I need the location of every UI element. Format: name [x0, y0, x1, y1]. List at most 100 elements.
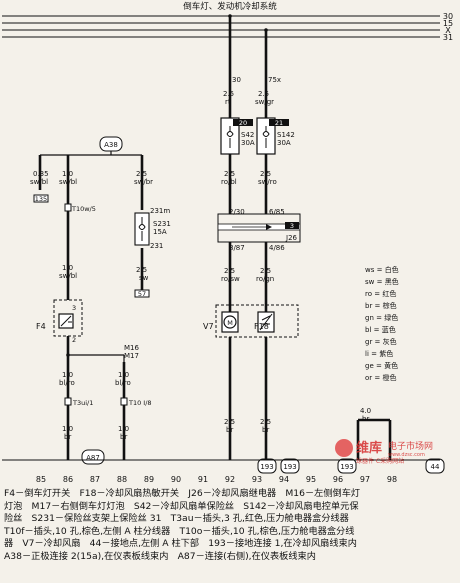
junction-dot [66, 353, 70, 357]
wire-size: 4.0 [360, 407, 371, 415]
thermo-switch-f18 [257, 311, 275, 333]
ground-193-b [280, 458, 300, 474]
position-number: 91 [198, 475, 208, 484]
left-feed-wires [38, 155, 144, 300]
relay-marker: 3 [290, 222, 294, 230]
caption-line: 灯泡 M17－右侧倒车灯灯泡 S42－冷却风扇单保险丝 S142－冷却风扇电控单… [4, 500, 359, 512]
wire-label-30: 30 [232, 76, 241, 84]
fuse-s231-lower: 231 [150, 242, 163, 250]
watermark: 维库 电子市场网 www.dzsc.com 球器件 C采购网站 [335, 439, 433, 465]
fuse-s142-rating: 30A [277, 139, 291, 147]
position-number: 94 [279, 475, 289, 484]
wire-code: ro/sw [221, 275, 240, 283]
fuse-to-relay-wires [228, 154, 268, 214]
fuse-terminal: 231m [150, 207, 170, 215]
legend-entry: br = 棕色 [365, 301, 397, 310]
caption-line: F4－倒车灯开关 F18－冷却风扇热敏开关 J26－冷却风扇继电器 M16－左侧… [4, 488, 361, 499]
position-number: 88 [117, 475, 127, 484]
fuse-feed-wires [228, 16, 268, 118]
caption-line: A38－正极连接 2(15a),在仪表板线束内 A87－连接(右侧),在仪表板线… [4, 550, 316, 562]
fuse-s142-wire-size: 2.5 [258, 90, 269, 98]
connector-t3-label: T3ui/1 [72, 399, 93, 407]
fuse-s231-rating: 15A [153, 228, 167, 236]
color-legend: ws = 白色 sw = 黑色 ro = 红色 br = 棕色 gn = 绿色 … [365, 265, 399, 382]
a87-label: A87 [86, 454, 100, 462]
bus-label-x: X [445, 26, 451, 35]
relay-j26: 3 [217, 213, 301, 243]
connector-t10 [120, 397, 128, 406]
wire-code: sw/ro [258, 178, 277, 186]
connector-135-label: 135 [35, 195, 47, 203]
ground-193-a [257, 458, 277, 474]
wire-size: 0.35 [33, 170, 49, 178]
legend-entry: ro = 红色 [365, 289, 396, 298]
wire-size: 1.0 [62, 170, 73, 178]
caption-line: T10f－插头,10 孔,棕色,左侧 A 柱分线器 T10o－插头,10 孔,棕… [4, 525, 355, 537]
watermark-line2: 球器件 C采购网站 [356, 457, 404, 465]
position-number: 87 [90, 475, 100, 484]
position-scale: 85 86 87 88 89 90 91 92 93 94 95 96 97 9… [36, 475, 397, 484]
fan-motor-v7: M [221, 311, 239, 333]
wire-size: 1.0 [118, 371, 129, 379]
legend-entry: ws = 白色 [365, 265, 399, 274]
connector-57 [134, 289, 150, 298]
legend-entry: gr = 灰色 [365, 337, 397, 346]
component-area [215, 304, 299, 338]
wire-code: br [262, 426, 269, 434]
wire-size: 2.5 [260, 418, 271, 426]
ground-193-label: 193 [283, 463, 296, 471]
wire-code: br [226, 426, 233, 434]
legend-entry: or = 橙色 [365, 373, 396, 382]
ground-44 [425, 458, 445, 474]
power-bus-lines [2, 15, 440, 38]
fuse-s42-wire-size: 2.5 [223, 90, 234, 98]
wire-size: 1.0 [118, 425, 129, 433]
diagram-title: 倒车灯、发动机冷却系统 [183, 1, 277, 12]
wire-code: bl/ro [115, 379, 131, 387]
wire-size: 2.5 [260, 267, 271, 275]
connector-t10w [64, 203, 72, 212]
position-number: 90 [171, 475, 181, 484]
ground-44-label: 44 [431, 463, 440, 471]
wire-code: sw [139, 274, 149, 282]
wire-size: 2.5 [260, 170, 271, 178]
svg-text:M: M [227, 319, 233, 327]
wire-size: 1.0 [62, 371, 73, 379]
position-number: 97 [360, 475, 370, 484]
fuse-s142-wire-code: sw/gr [255, 98, 274, 106]
pin-3: 3 [72, 304, 76, 312]
legend-entry: sw = 黑色 [365, 277, 399, 286]
wire-code: ro/gn [256, 275, 274, 283]
wire-size: 2.5 [136, 170, 147, 178]
fuse-s42: 20 [220, 117, 253, 155]
fuse-s42-name: S42 [241, 131, 254, 139]
component-v7: V7 [203, 322, 214, 331]
watermark-main: 维库 [356, 440, 382, 456]
position-number: 92 [225, 475, 235, 484]
connector-t10-label: T10 I/8 [128, 399, 152, 407]
wire-label-75x: 75x [268, 76, 281, 84]
caption-line: 器 V7－冷却风扇 44－接地点,左侧 A 柱下部 193－接地连接 1,在冷却… [4, 538, 357, 550]
a38-distribution [40, 151, 142, 156]
wire-code: br [120, 433, 127, 441]
wire-size: 2.5 [224, 170, 235, 178]
position-number: 96 [333, 475, 343, 484]
bus-label-30: 30 [443, 12, 453, 21]
wire-code: ro/bl [221, 178, 237, 186]
position-number: 98 [387, 475, 397, 484]
wire-size: 2.5 [224, 267, 235, 275]
component-m16: M16 [124, 344, 139, 352]
relay-pin-6-85: 6/85 [269, 208, 285, 216]
component-f18: F18 [254, 322, 269, 331]
ground-193-label: 193 [340, 463, 353, 471]
position-number: 86 [63, 475, 73, 484]
position-number: 89 [144, 475, 154, 484]
position-number: 85 [36, 475, 46, 484]
lamp-junction [68, 354, 125, 362]
watermark-url: www.dzsc.com [388, 452, 425, 458]
component-f4: F4 [36, 322, 46, 331]
reverse-switch-f4 [53, 299, 83, 337]
wire-code: sw/bl [59, 272, 77, 280]
a38-label: A38 [104, 141, 118, 149]
wire-code: sw/br [134, 178, 153, 186]
